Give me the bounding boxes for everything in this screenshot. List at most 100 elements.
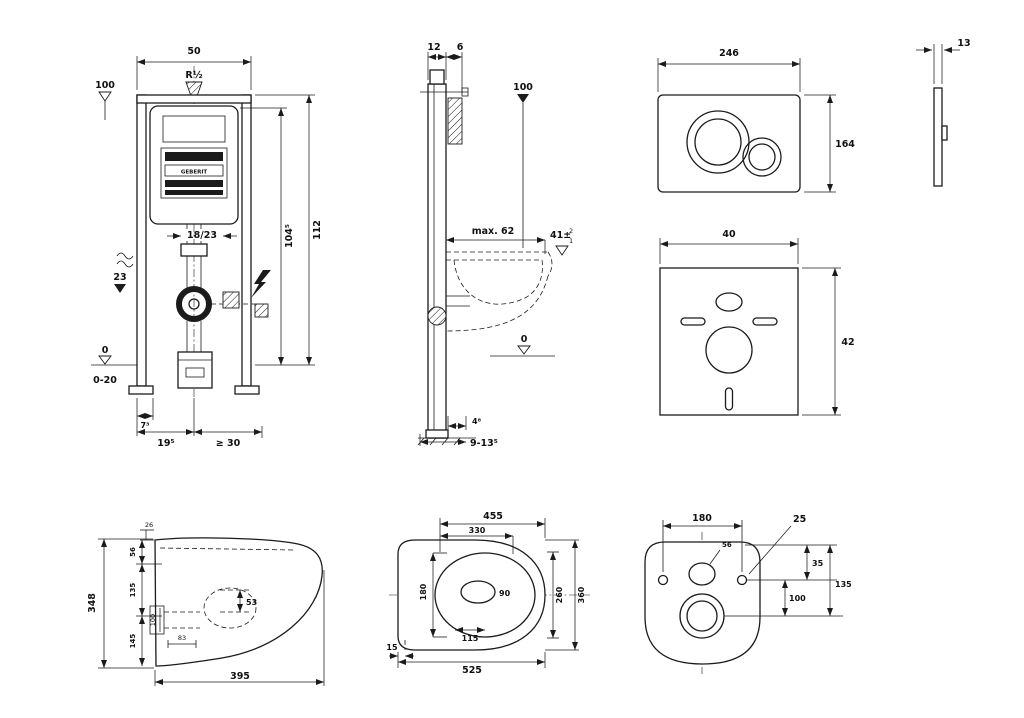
floor-zero-label: 0 <box>102 345 109 356</box>
datum-23-label: 23 <box>113 272 126 283</box>
dim-145-label: 145 <box>129 634 137 649</box>
dim-180-back: 180 <box>662 513 743 572</box>
dim-40-label: 40 <box>722 229 736 240</box>
dim-135-label: 135 <box>129 583 137 598</box>
dim-42-label: 42 <box>841 337 854 348</box>
outlet-hole-inner <box>686 600 718 632</box>
dim-pad-height: 42 <box>802 267 855 416</box>
fixing-hole-left <box>657 574 669 586</box>
water-connection-label: R½ <box>185 70 202 81</box>
dim-pan-depth-395: 395 <box>154 570 325 686</box>
dim-525-label: 525 <box>462 665 482 676</box>
dim-56-back: 56 <box>709 541 732 565</box>
dim-360-label: 360 <box>577 586 586 603</box>
wall-bracket <box>447 97 463 145</box>
large-flush-button-ring <box>694 118 742 166</box>
dim-395-label: 395 <box>230 671 250 682</box>
fixing-hole-right <box>736 574 748 586</box>
dim-plate-thickness: 13 <box>916 38 971 84</box>
dim-bottom-offsets: 7³ 19⁵ ≥ 30 <box>136 398 263 449</box>
frame-left-rail <box>136 94 147 387</box>
floor-level: 0 0-20 <box>91 345 137 386</box>
pad-slot-bottom <box>724 387 734 411</box>
floor-range-label: 0-20 <box>93 375 117 386</box>
flush-pipe <box>180 224 208 288</box>
dim-135-back-label: 135 <box>835 580 852 589</box>
datum-100-side: 100 <box>513 82 533 248</box>
dim-112-label: 112 <box>312 220 323 240</box>
pad-body <box>659 267 799 416</box>
dim-41-tol-minus: 1 <box>569 237 573 245</box>
dim-180-top: 180 <box>419 552 447 638</box>
datum-23: 23 <box>113 272 127 293</box>
datum-100-label: 100 <box>95 80 115 91</box>
dim-26-label: 26 <box>145 521 153 529</box>
flush-inlet-hole <box>688 562 716 586</box>
concealed-tank: GEBERIT <box>149 105 239 225</box>
dim-13-label: 13 <box>957 38 970 49</box>
dim-115: 115 <box>455 627 485 643</box>
dim-35-label: 35 <box>812 559 824 568</box>
dim-pan-height-348: 348 <box>87 538 154 669</box>
dim-260-label: 260 <box>555 586 564 603</box>
flush-plate-front-view: 246 164 <box>657 48 855 193</box>
mounting-frame <box>128 94 260 395</box>
cistern-front-view: 50 R½ GEBERIT <box>91 46 323 449</box>
dim-360: 360 <box>545 539 586 651</box>
pad-inlet-hole <box>715 292 743 312</box>
dim-525: 525 <box>397 652 546 676</box>
dim-48-label: 4⁸ <box>472 417 482 426</box>
dim-max-62: max. 62 <box>446 226 546 254</box>
small-flush-button-ring <box>748 143 776 171</box>
dim-41-label: 41± <box>550 230 571 241</box>
flush-plate-body <box>657 94 801 193</box>
dim-inner-small: 100 83 <box>149 608 197 648</box>
dim-seat-26: 26 <box>140 521 154 541</box>
dim-41-tol-plus: 2 <box>569 227 573 235</box>
lightning-bolt-icon <box>251 270 271 298</box>
dim-pad-width: 40 <box>659 229 799 264</box>
dim-15-label: 15 <box>386 643 398 652</box>
small-flush-button <box>742 137 782 177</box>
outlet-elbow <box>176 270 271 352</box>
dim-83-label: 83 <box>178 634 186 642</box>
dim-15: 15 <box>386 643 414 659</box>
wc-support-bracket <box>177 351 213 389</box>
frame-left-foot <box>128 385 154 395</box>
dim-pan-back-chain: 56 135 145 <box>129 540 162 666</box>
dim-164-label: 164 <box>835 139 855 150</box>
pan-internals-dashed <box>149 547 296 635</box>
dim-12-label: 12 <box>427 42 440 53</box>
dim-913-label: 9-13⁵ <box>470 438 498 449</box>
dim-115-label: 115 <box>462 634 479 643</box>
water-supply-symbol <box>116 252 134 268</box>
dim-348-label: 348 <box>87 593 98 613</box>
top-fixing <box>429 69 445 85</box>
sound-insulation-pad-view: 40 42 <box>659 229 855 416</box>
dim-right-chain: 35 100 135 <box>724 544 852 617</box>
dim-19-label: 19⁵ <box>157 438 174 449</box>
cistern-side-view: 12 6 100 max. 62 41± 2 1 <box>417 42 573 449</box>
dim-455-label: 455 <box>483 511 503 522</box>
plate-profile <box>933 87 943 187</box>
frame-top-bar <box>136 94 252 104</box>
flush-plate-side-view: 13 <box>916 38 971 187</box>
dim-90-label: 90 <box>499 589 511 598</box>
frame-right-rail <box>241 94 252 387</box>
wall-anchor-left <box>222 291 240 309</box>
dim-104-label: 104⁵ <box>284 224 295 248</box>
dim-plate-width: 246 <box>657 48 801 92</box>
brand-plate <box>160 147 228 199</box>
wc-pan-outline-dashed <box>427 251 553 332</box>
dim-53: 53 <box>220 589 257 613</box>
pad-slot-left <box>680 317 706 326</box>
frame-rail-side <box>417 69 476 446</box>
wc-pan-back-view: 180 25 56 35 100 135 <box>644 513 852 674</box>
trap-opening <box>460 580 496 604</box>
foot-plate <box>425 429 449 439</box>
datum-100: 100 <box>95 80 115 120</box>
wc-pan-side-view: 348 56 135 145 26 53 100 <box>87 521 325 686</box>
dim-height-104: 104⁵ <box>240 107 295 365</box>
dim-25-label: 25 <box>793 514 806 525</box>
dim-max62-label: max. 62 <box>472 226 515 237</box>
